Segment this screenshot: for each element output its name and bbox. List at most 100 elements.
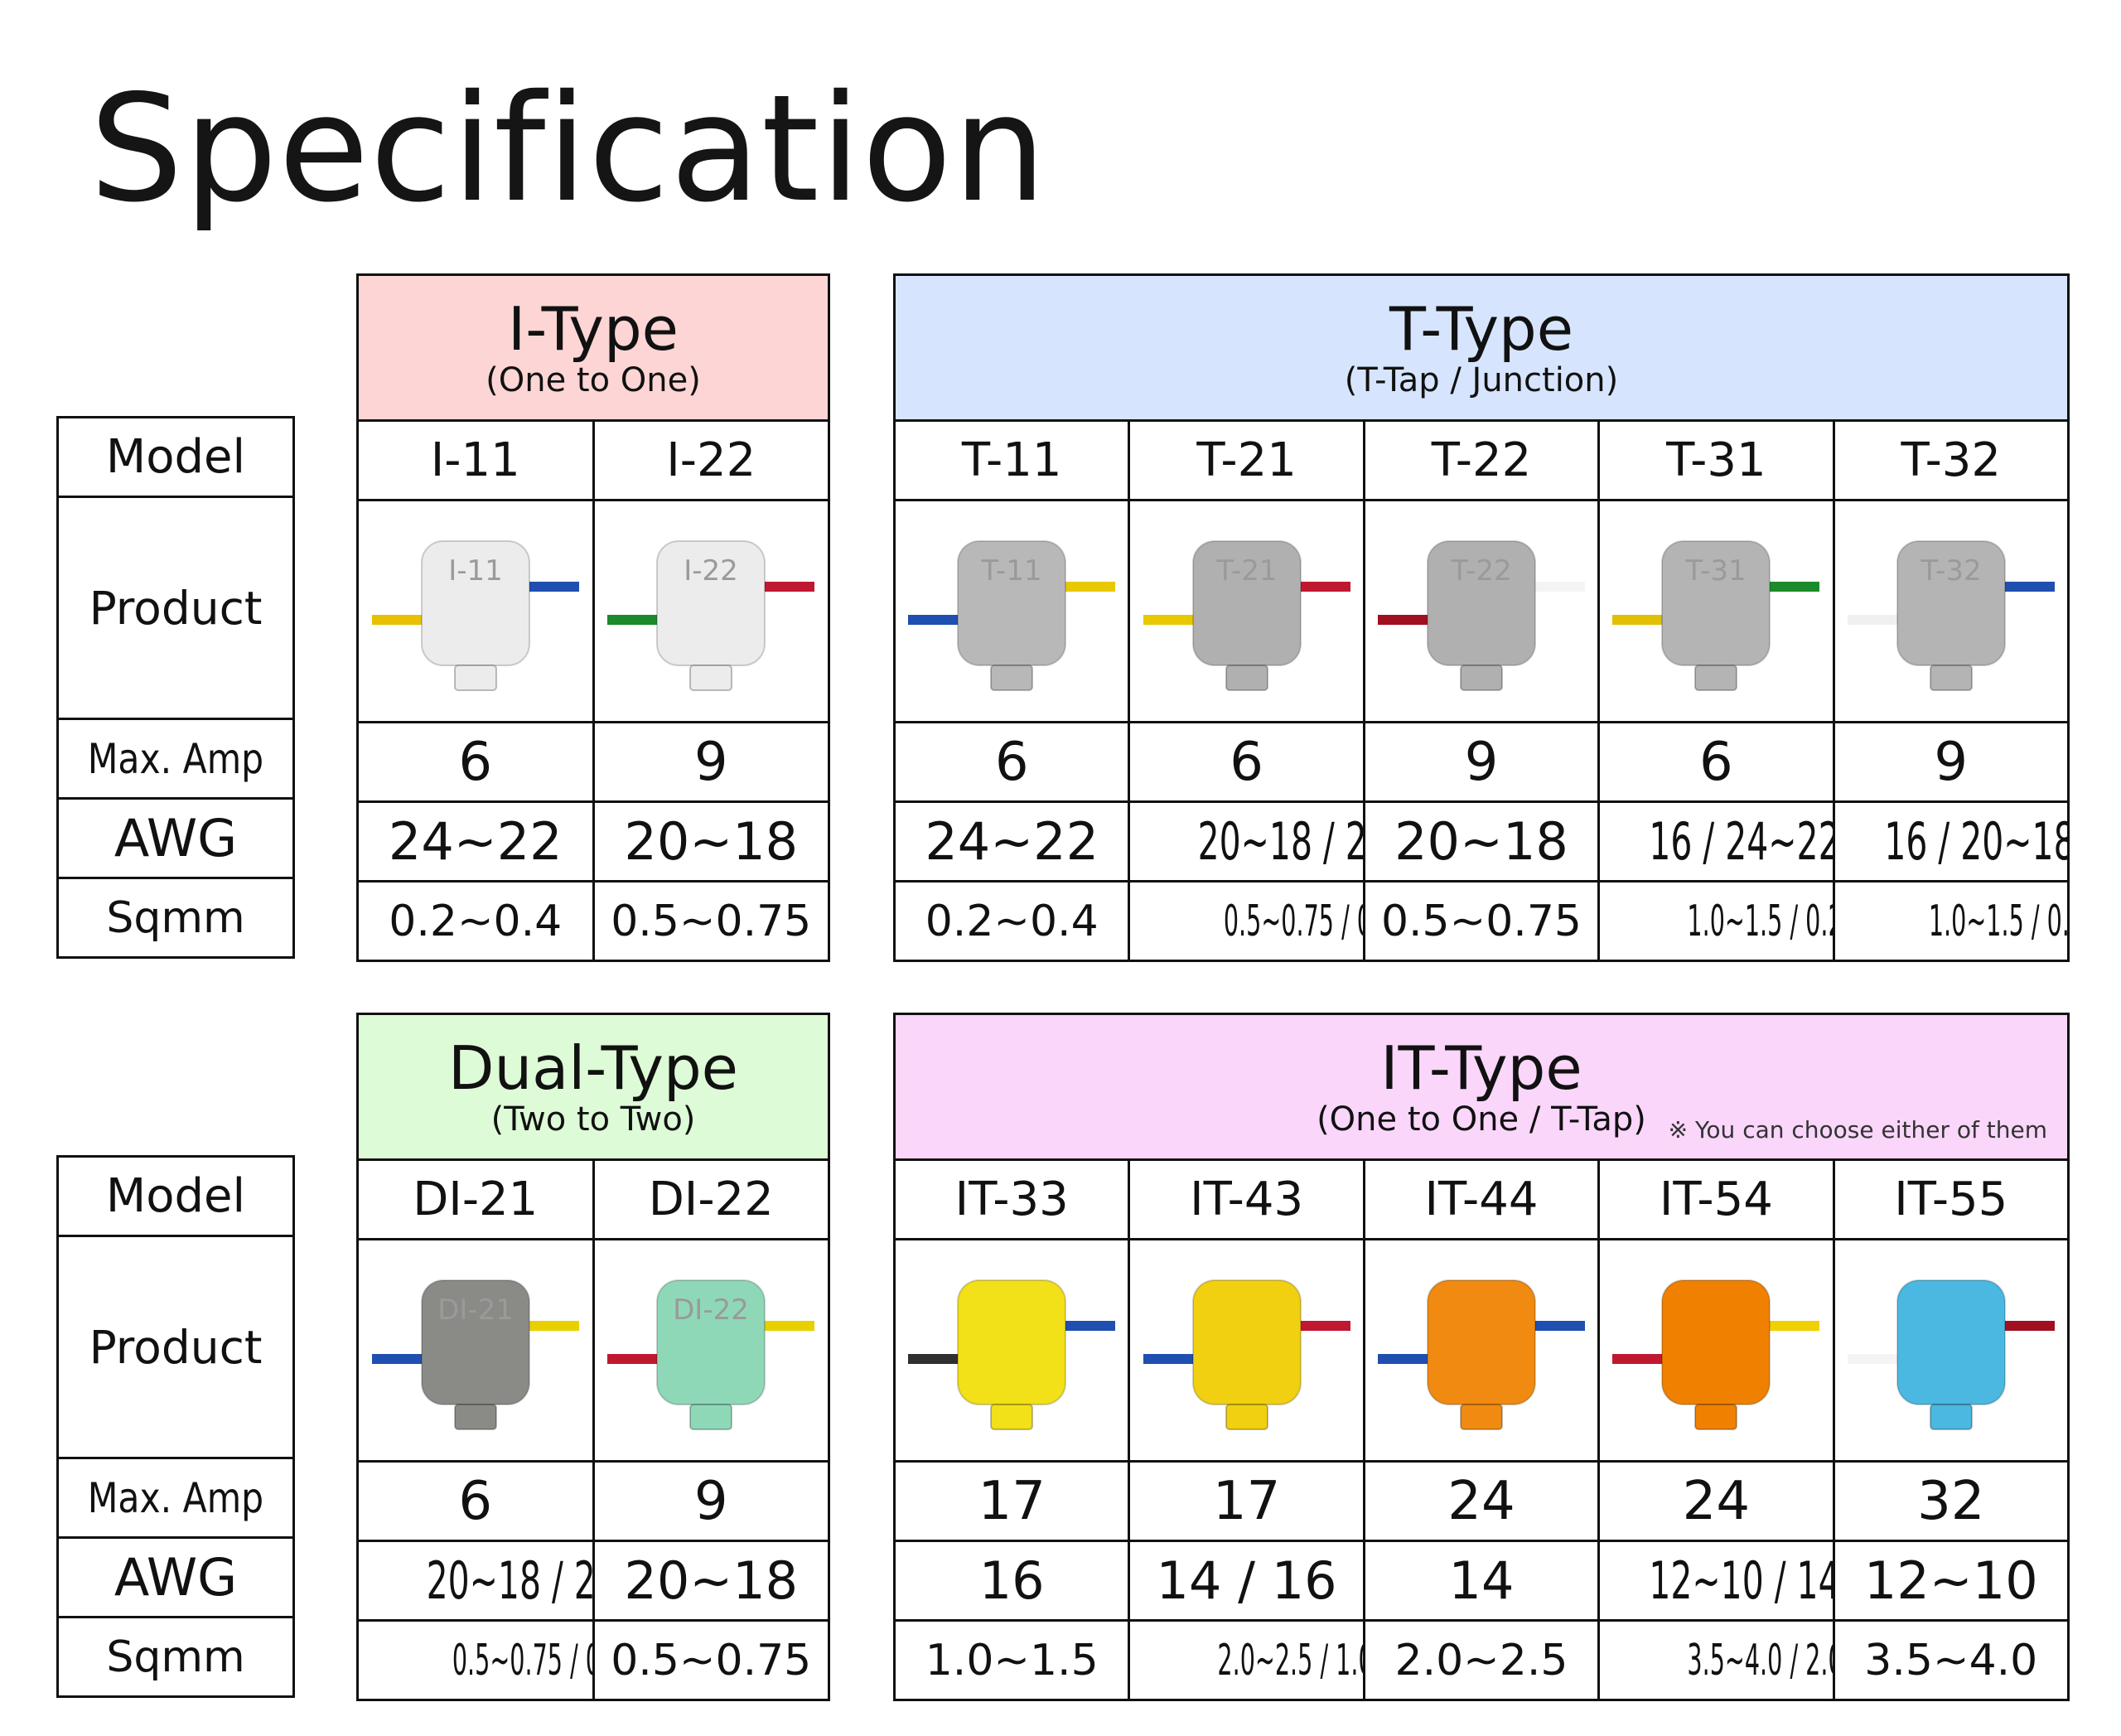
awg-value: 14 bbox=[1362, 1540, 1601, 1622]
model-name: T-31 bbox=[1597, 419, 1835, 501]
awg-value: 12~10 bbox=[1832, 1540, 2070, 1622]
connector-latch bbox=[1459, 664, 1503, 691]
max-amp-value: 9 bbox=[1832, 721, 2070, 803]
label-model: Model bbox=[56, 416, 295, 498]
model-name: I-11 bbox=[356, 419, 595, 501]
awg-value: 20~18 / 24~22 bbox=[356, 1540, 595, 1622]
model-name: DI-22 bbox=[592, 1158, 830, 1240]
connector-latch bbox=[689, 1403, 733, 1430]
product-stamp-text: T-31 bbox=[1685, 554, 1747, 588]
awg-value: 16 bbox=[892, 1540, 1131, 1622]
connector-latch bbox=[1929, 1403, 1973, 1430]
label-sqmm: Sqmm bbox=[56, 877, 295, 959]
group-subtitle: (T-Tap / Junction) bbox=[1344, 360, 1619, 399]
product-image: DI-21 bbox=[356, 1238, 595, 1463]
awg-text: 20~18 / 24~22 bbox=[426, 1550, 591, 1611]
model-name: IT-44 bbox=[1362, 1158, 1601, 1240]
awg-value: 16 / 20~18 bbox=[1832, 800, 2070, 883]
model-name: IT-54 bbox=[1597, 1158, 1835, 1240]
awg-text: 12~10 / 14 bbox=[1649, 1550, 1834, 1611]
connector-photo: DI-22 bbox=[607, 1279, 815, 1430]
group-header: T-Type (T-Tap / Junction) bbox=[893, 273, 2070, 422]
model-name: T-11 bbox=[892, 419, 1131, 501]
sqmm-value: 1.0~1.5 / 0.5~0.75 bbox=[1832, 880, 2070, 962]
page-title: Specification bbox=[89, 63, 1047, 235]
group-title: I-Type bbox=[508, 293, 679, 364]
model-name: DI-21 bbox=[356, 1158, 595, 1240]
connector-photo: T-22 bbox=[1377, 539, 1585, 691]
connector-photo bbox=[1377, 1279, 1585, 1430]
product-stamp-text: T-11 bbox=[981, 554, 1042, 588]
sqmm-text: 0.5~0.75 / 0.2~0.4 bbox=[452, 1635, 591, 1685]
awg-value: 20~18 bbox=[1362, 800, 1601, 883]
sqmm-text: 2.0~2.5 / 1.0~1.5 bbox=[1217, 1635, 1361, 1685]
sqmm-value: 0.5~0.75 / 0.2~0.4 bbox=[1128, 880, 1365, 962]
group-subtitle: (One to One) bbox=[486, 360, 701, 399]
awg-text: 16 / 20~18 bbox=[1883, 811, 2069, 872]
awg-value: 24~22 bbox=[356, 800, 595, 883]
group-title: Dual-Type bbox=[448, 1032, 738, 1103]
product-stamp-text: DI-21 bbox=[437, 1294, 514, 1327]
connector-photo: I-11 bbox=[371, 539, 579, 691]
group-subtitle: (One to One / T-Tap) bbox=[1317, 1100, 1646, 1139]
max-amp-value: 6 bbox=[356, 721, 595, 803]
sqmm-value: 2.0~2.5 / 1.0~1.5 bbox=[1128, 1619, 1365, 1701]
awg-value: 20~18 / 24~22 bbox=[1128, 800, 1365, 883]
sqmm-text: 3.5~4.0 / 2.0~2.5 bbox=[1687, 1635, 1831, 1685]
awg-value: 16 / 24~22 bbox=[1597, 800, 1835, 883]
product-stamp-text: T-21 bbox=[1215, 554, 1277, 588]
sqmm-value: 0.2~0.4 bbox=[356, 880, 595, 962]
label-awg: AWG bbox=[56, 1536, 295, 1618]
connector-photo: T-32 bbox=[1847, 539, 2055, 691]
max-amp-value: 6 bbox=[1597, 721, 1835, 803]
awg-value: 12~10 / 14 bbox=[1597, 1540, 1835, 1622]
label-product: Product bbox=[56, 1235, 295, 1459]
sqmm-value: 0.2~0.4 bbox=[892, 880, 1131, 962]
awg-value: 20~18 bbox=[592, 800, 830, 883]
connector-photo: T-11 bbox=[908, 539, 1116, 691]
awg-value: 24~22 bbox=[892, 800, 1131, 883]
sqmm-value: 0.5~0.75 / 0.2~0.4 bbox=[356, 1619, 595, 1701]
connector-latch bbox=[1694, 1403, 1738, 1430]
sqmm-value: 3.5~4.0 bbox=[1832, 1619, 2070, 1701]
max-amp-value: 6 bbox=[892, 721, 1131, 803]
max-amp-value: 24 bbox=[1597, 1460, 1835, 1542]
awg-text: 16 / 24~22 bbox=[1649, 811, 1834, 872]
connector-latch bbox=[1929, 664, 1973, 691]
model-name: T-22 bbox=[1362, 419, 1601, 501]
connector-photo: DI-21 bbox=[371, 1279, 579, 1430]
product-image bbox=[1832, 1238, 2070, 1463]
sqmm-value: 0.5~0.75 bbox=[592, 1619, 830, 1701]
group-header: I-Type (One to One) bbox=[356, 273, 830, 422]
model-name: I-22 bbox=[592, 419, 830, 501]
max-amp-value: 17 bbox=[1128, 1460, 1365, 1542]
product-image: I-22 bbox=[592, 499, 830, 723]
product-image: DI-22 bbox=[592, 1238, 830, 1463]
product-image: T-31 bbox=[1597, 499, 1835, 723]
sqmm-text: 1.0~1.5 / 0.2~0.4 bbox=[1687, 896, 1831, 946]
model-name: T-21 bbox=[1128, 419, 1365, 501]
label-sqmm: Sqmm bbox=[56, 1616, 295, 1698]
sqmm-value: 1.0~1.5 / 0.2~0.4 bbox=[1597, 880, 1835, 962]
connector-photo: T-21 bbox=[1143, 539, 1350, 691]
connector-photo: I-22 bbox=[607, 539, 815, 691]
connector-latch bbox=[1225, 664, 1268, 691]
connector-latch bbox=[990, 664, 1034, 691]
sqmm-text: 0.5~0.75 / 0.2~0.4 bbox=[1224, 896, 1361, 946]
label-max-amp: Max. Amp bbox=[56, 718, 295, 800]
model-name: IT-55 bbox=[1832, 1158, 2070, 1240]
connector-body bbox=[957, 1279, 1067, 1405]
sqmm-value: 0.5~0.75 bbox=[1362, 880, 1601, 962]
connector-body bbox=[1661, 1279, 1771, 1405]
row-labels-top: Model Product Max. Amp AWG Sqmm bbox=[56, 416, 295, 959]
connector-body bbox=[1191, 1279, 1302, 1405]
group-header: Dual-Type (Two to Two) bbox=[356, 1013, 830, 1161]
product-image: T-21 bbox=[1128, 499, 1365, 723]
max-amp-value: 32 bbox=[1832, 1460, 2070, 1542]
product-stamp-text: T-22 bbox=[1450, 554, 1511, 588]
connector-latch bbox=[453, 664, 497, 691]
group-header: IT-Type (One to One / T-Tap) ※ You can c… bbox=[893, 1013, 2070, 1161]
max-amp-value: 9 bbox=[1362, 721, 1601, 803]
